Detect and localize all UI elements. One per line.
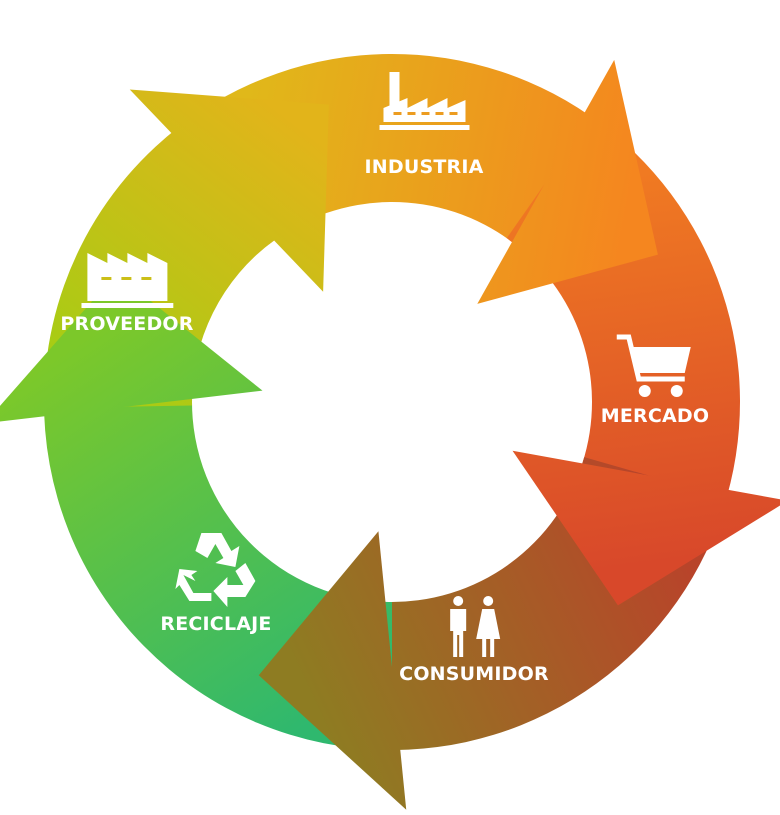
stage-label: INDUSTRIA [364,156,484,178]
factory-chimney-icon [379,72,469,130]
stage-label: CONSUMIDOR [399,663,549,685]
stage-consumidor: CONSUMIDOR [399,595,549,685]
arrow-head-reciclaje [0,273,263,422]
stage-label: PROVEEDOR [60,313,194,335]
stage-industria: INDUSTRIA [364,72,483,178]
shopping-cart-icon [617,334,691,397]
stage-mercado: MERCADO [601,333,710,427]
arrow-head-consumidor [258,531,407,810]
stage-proveedor: PROVEEDOR [60,245,193,335]
stage-label: RECICLAJE [160,613,272,635]
arrow-head-industria [477,59,658,304]
arrow-head-proveedor [129,89,329,292]
people-icon [449,596,500,657]
arrow-head-mercado [512,450,780,606]
factory-icon [81,253,173,308]
stage-reciclaje: RECICLAJE [160,525,271,635]
recycle-icon [174,533,255,607]
stage-label: MERCADO [600,405,710,427]
